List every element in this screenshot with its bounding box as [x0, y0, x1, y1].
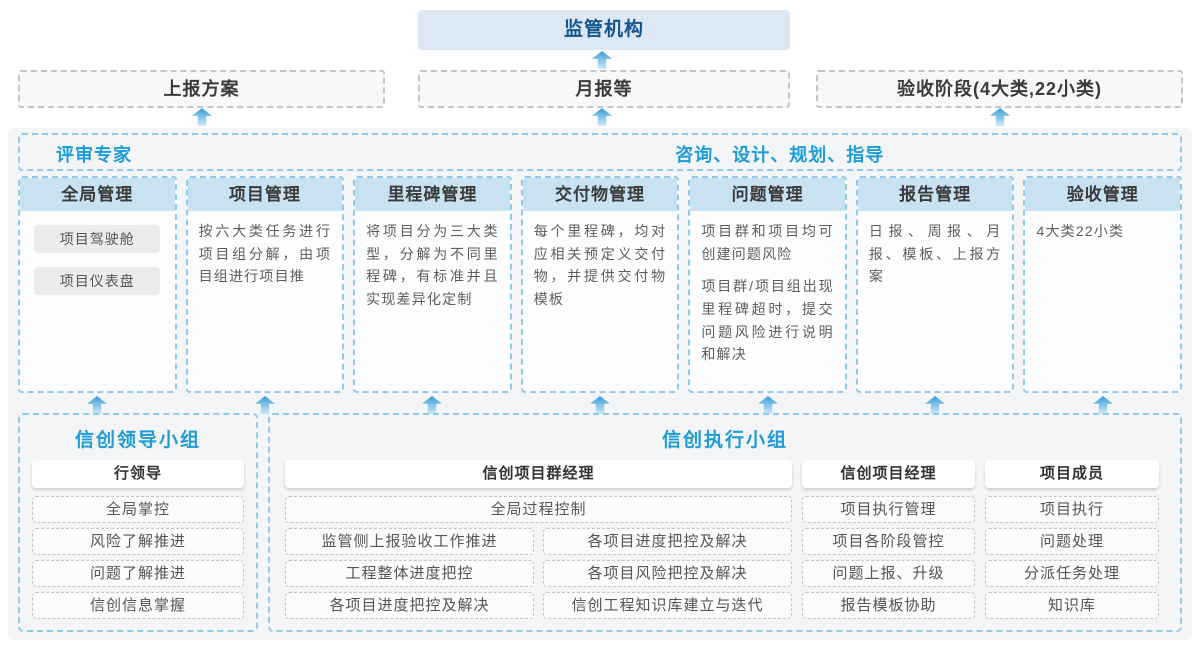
project-manager-section: 信创项目经理 项目执行管理 项目各阶段管控 问题上报、升级 报告模板协助: [802, 460, 975, 619]
duty-item: 报告模板协助: [802, 592, 975, 619]
module-description: 每个里程碑，均对应相关预定义交付物，并提供交付物模板: [533, 223, 667, 308]
up-arrow-icon: [192, 108, 212, 126]
module-description: 项目群和项目均可创建问题风险: [701, 223, 834, 262]
module-description: 将项目分为三大类型，分解为不同里程碑，有标准并且实现差异化定制: [366, 223, 499, 308]
module-project-management: 项目管理 按六大类任务进行项目组分解，由项目组进行项目推: [185, 176, 345, 393]
up-arrow-icon: [590, 396, 610, 414]
execution-group-title: 信创执行小组: [661, 430, 788, 451]
role-project-manager: 信创项目经理: [802, 460, 975, 488]
channel-box-monthly-report: 月报等: [418, 70, 790, 108]
up-arrow-icon: [422, 396, 442, 414]
module-description: 按六大类任务进行项目组分解，由项目组进行项目推: [198, 223, 332, 285]
up-arrow-icon: [592, 108, 612, 126]
leadership-group-body: 行领导 全局掌控 风险了解推进 问题了解推进 信创信息掌握: [32, 460, 244, 619]
module-title: 全局管理: [20, 178, 175, 211]
role-bank-leaders: 行领导: [32, 460, 244, 488]
duty-item: 信创工程知识库建立与迭代: [543, 592, 792, 619]
duty-item: 项目各阶段管控: [802, 528, 975, 555]
advisory-label: 咨询、设计、规划、指导: [675, 145, 885, 165]
duty-item: 工程整体进度把控: [285, 560, 534, 587]
module-deliverable-management: 交付物管理 每个里程碑，均对应相关预定义交付物，并提供交付物模板: [520, 176, 680, 393]
duty-item: 问题上报、升级: [802, 560, 975, 587]
module-title: 验收管理: [1025, 178, 1181, 211]
role-project-members: 项目成员: [985, 460, 1159, 488]
duty-item: 风险了解推进: [32, 528, 244, 555]
module-issue-management: 问题管理 项目群和项目均可创建问题风险 项目群/项目组出现里程碑超时，提交问题风…: [688, 176, 847, 393]
up-arrow-icon: [925, 396, 945, 414]
up-arrow-icon: [255, 396, 275, 414]
program-manager-section: 信创项目群经理 全局过程控制 监管侧上报验收工作推进 各项目进度把控及解决 工程…: [285, 460, 792, 619]
duty-item: 全局过程控制: [285, 496, 792, 523]
duty-item: 项目执行管理: [802, 496, 975, 523]
up-arrow-icon: [758, 396, 778, 414]
duty-item: 各项目进度把控及解决: [285, 592, 534, 619]
review-experts-label: 评审专家: [56, 145, 132, 165]
up-arrow-icon: [592, 51, 612, 69]
duty-item: 监管侧上报验收工作推进: [285, 528, 534, 555]
module-title: 交付物管理: [522, 178, 678, 211]
module-acceptance-management: 验收管理 4大类22小类: [1023, 176, 1183, 393]
role-program-manager: 信创项目群经理: [285, 460, 792, 488]
module-description: 项目群/项目组出现里程碑超时，提交问题风险进行说明和解决: [701, 278, 834, 363]
duty-item: 信创信息掌握: [32, 592, 244, 619]
module-description: 4大类22小类: [1036, 223, 1125, 239]
channel-box-acceptance-stage: 验收阶段(4大类,22小类): [816, 70, 1183, 108]
leadership-group-title: 信创领导小组: [74, 430, 201, 451]
module-report-management: 报告管理 日报、周报、月报、模板、上报方案: [855, 176, 1015, 393]
up-arrow-icon: [1093, 396, 1113, 414]
duty-item: 问题处理: [985, 528, 1159, 555]
module-description: 日报、周报、月报、模板、上报方案: [868, 223, 1002, 285]
feature-chip: 项目仪表盘: [34, 267, 161, 295]
up-arrow-icon: [87, 396, 107, 414]
duty-item: 各项目进度把控及解决: [543, 528, 792, 555]
duty-item: 全局掌控: [32, 496, 244, 523]
leadership-group: 信创领导小组 行领导 全局掌控 风险了解推进 问题了解推进 信创信息掌握: [18, 413, 258, 632]
feature-chip: 项目驾驶舱: [34, 225, 161, 253]
channel-box-report-plan: 上报方案: [18, 70, 385, 108]
execution-group: 信创执行小组 信创项目群经理 全局过程控制 监管侧上报验收工作推进 各项目进度把…: [268, 413, 1182, 632]
project-members-section: 项目成员 项目执行 问题处理 分派任务处理 知识库: [985, 460, 1159, 619]
module-title: 项目管理: [187, 178, 343, 211]
module-title: 问题管理: [690, 178, 845, 211]
platform-header: 评审专家 咨询、设计、规划、指导: [18, 133, 1182, 171]
duty-item: 问题了解推进: [32, 560, 244, 587]
up-arrow-icon: [990, 108, 1010, 126]
duty-item: 知识库: [985, 592, 1159, 619]
duty-item: 分派任务处理: [985, 560, 1159, 587]
module-global-management: 全局管理 项目驾驶舱 项目仪表盘: [18, 176, 177, 393]
duty-item: 各项目风险把控及解决: [543, 560, 792, 587]
module-title: 里程碑管理: [355, 178, 510, 211]
module-columns: 全局管理 项目驾驶舱 项目仪表盘 项目管理 按六大类任务进行项目组分解，由项目组…: [18, 176, 1183, 393]
module-title: 报告管理: [857, 178, 1013, 211]
duty-item: 项目执行: [985, 496, 1159, 523]
regulator-box: 监管机构: [418, 10, 790, 50]
module-milestone-management: 里程碑管理 将项目分为三大类型，分解为不同里程碑，有标准并且实现差异化定制: [353, 176, 512, 393]
platform-container: 评审专家 咨询、设计、规划、指导 全局管理 项目驾驶舱 项目仪表盘 项目管理 按…: [8, 128, 1192, 640]
